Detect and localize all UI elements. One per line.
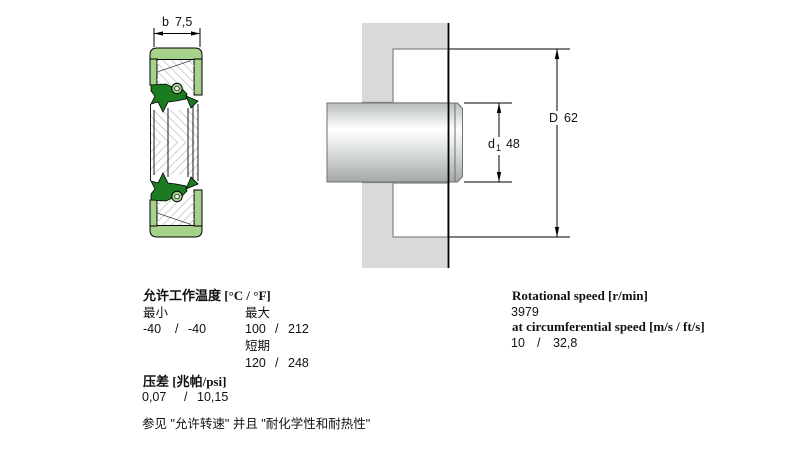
dim-value-b: 7,5 xyxy=(174,15,193,29)
pressure-psi: 10,15 xyxy=(197,390,229,404)
temperature-short-term-label: 短期 xyxy=(245,339,271,353)
seal-upper-half xyxy=(149,47,203,143)
bore-dimension xyxy=(554,49,560,237)
arrow-left-icon xyxy=(154,31,163,36)
pressure-values: 0,07 / 10,15 xyxy=(142,390,228,404)
seal-case-cap xyxy=(149,47,203,60)
temperature-min-label: 最小 xyxy=(143,306,169,320)
temp-min-c: -40 xyxy=(143,322,162,336)
arrow-up-icon xyxy=(554,49,560,59)
pressure-block: 压差 [兆帕/psi] 0,07 / 10,15 xyxy=(142,375,372,407)
temp-max-c: 100 xyxy=(245,322,266,336)
seal-cross-section-drawing xyxy=(149,28,203,238)
temp-max-f: 212 xyxy=(288,322,309,336)
dim-letter-d1: d xyxy=(488,137,495,151)
shaft-dim-label: d1 48 xyxy=(486,137,522,155)
circ-speed-fts: 32,8 xyxy=(553,336,578,350)
arrow-up-icon xyxy=(496,103,502,113)
seal-case-left-wall xyxy=(149,58,158,86)
dim-value-D: 62 xyxy=(564,111,578,125)
separator: / xyxy=(537,336,541,350)
separator: / xyxy=(275,356,279,370)
separator: / xyxy=(275,322,279,336)
dim-value-d1: 48 xyxy=(505,137,520,151)
arrow-right-icon xyxy=(191,31,200,36)
temp-min-f: -40 xyxy=(188,322,207,336)
dim-letter-b: b xyxy=(162,15,169,29)
temp-short-c: 120 xyxy=(245,356,266,370)
reference-note: 参见 "允许转速" 并且 "耐化学性和耐热性" xyxy=(142,417,371,431)
bore-dim-label: D 62 xyxy=(547,111,580,125)
seal-seat-lower xyxy=(392,182,449,238)
seal-lower-half xyxy=(149,142,203,238)
mounting-drawing xyxy=(326,23,570,268)
separator: / xyxy=(175,322,179,336)
dim-sub-1: 1 xyxy=(495,143,501,153)
shaft xyxy=(326,102,456,183)
seal-case-right-wall xyxy=(193,58,203,96)
width-dimension xyxy=(153,28,201,47)
separator: / xyxy=(184,390,188,404)
width-dim-label: b 7,5 xyxy=(160,15,195,29)
temperature-min-values: -40 / -40 xyxy=(143,322,206,336)
temperature-short-term-values: 120 / 248 xyxy=(245,356,309,370)
pressure-title: 压差 [兆帕/psi] xyxy=(143,374,227,389)
temperature-title: 允许工作温度 [°C / °F] xyxy=(143,288,271,303)
seal-seat-upper xyxy=(392,48,449,104)
rotational-speed-value: 3979 xyxy=(511,305,539,319)
circumferential-speed-title: at circumferential speed [m/s / ft/s] xyxy=(512,319,705,334)
arrow-down-icon xyxy=(496,172,502,182)
pressure-mpa: 0,07 xyxy=(142,390,167,404)
shaft-end-chamfer xyxy=(454,102,463,183)
temperature-max-values: 100 / 212 xyxy=(245,322,309,336)
circumferential-speed-values: 10 / 32,8 xyxy=(511,336,577,350)
temperature-block: 允许工作温度 [°C / °F] 最小 最大 -40 / -40 100 / 212 短… xyxy=(143,289,373,375)
temp-short-f: 248 xyxy=(288,356,309,370)
extension-lines xyxy=(448,48,570,238)
speed-block: Rotational speed [r/min] 3979 at circumf… xyxy=(511,289,751,353)
temperature-max-label: 最大 xyxy=(245,306,271,320)
rotational-speed-title: Rotational speed [r/min] xyxy=(512,288,648,303)
circ-speed-ms: 10 xyxy=(511,336,525,350)
dim-letter-D: D xyxy=(549,111,559,125)
seal-lip-outer-edge xyxy=(185,95,199,109)
arrow-down-icon xyxy=(554,227,560,237)
